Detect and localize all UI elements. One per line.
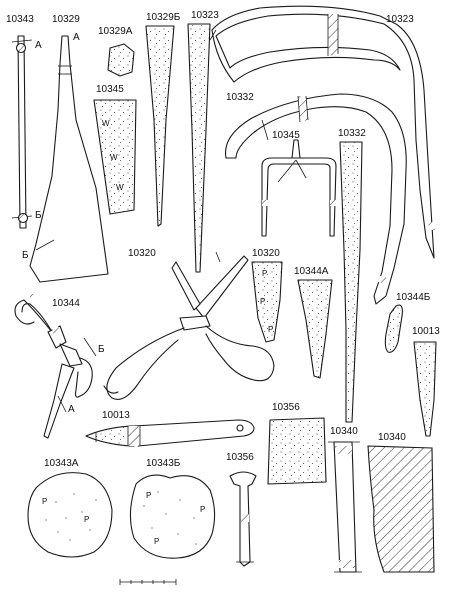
artifact-10343b-disc: P P P [129, 474, 216, 559]
surface-mark-w: W [102, 119, 110, 128]
scale-bar [119, 579, 177, 585]
label-10345: 10345 [96, 84, 124, 95]
artifact-10323-sickle [209, 5, 435, 259]
label-10329: 10329 [52, 14, 80, 25]
surface-mark-p: P [154, 537, 159, 546]
artifact-10329-blade [29, 35, 109, 283]
label-10013-small: 10013 [412, 326, 440, 337]
section-mark-a: А [35, 40, 42, 51]
surface-mark-p: P [84, 515, 89, 524]
surface-mark-p: P [146, 491, 151, 500]
label-10320-scissors: 10320 [128, 248, 156, 259]
label-10013-knife: 10013 [102, 410, 130, 421]
label-10344a: 10344А [294, 266, 329, 277]
section-mark-a: А [73, 32, 80, 43]
artifact-10345-plate: W W W [93, 99, 137, 215]
surface-mark-p: P [268, 325, 273, 334]
artifact-10340-rod [328, 441, 362, 573]
artifact-10344a-blade [297, 279, 333, 379]
artifact-10344b-fragment [384, 304, 403, 353]
label-10340-rod: 10340 [330, 426, 358, 437]
label-10343a: 10343А [44, 458, 79, 469]
label-10332-sickle: 10332 [226, 92, 254, 103]
artifact-10329a-fragment [107, 43, 135, 77]
section-mark-b: Б [22, 250, 29, 261]
artifact-10320-scissors [103, 251, 275, 400]
artifact-10343-rod [11, 35, 33, 229]
section-mark-b: Б [35, 210, 42, 221]
label-10344: 10344 [52, 298, 80, 309]
surface-mark-p: P [42, 497, 47, 506]
artifact-10320-blade: P P P [251, 261, 283, 343]
surface-mark-p: P [262, 269, 267, 278]
label-10356-plate: 10356 [272, 402, 300, 413]
label-10320-blade: 10320 [252, 248, 280, 259]
label-10329b: 10329Б [146, 12, 181, 23]
surface-mark-p: P [200, 505, 205, 514]
artifact-10332-sickle [224, 93, 407, 305]
label-10356-nail: 10356 [226, 452, 254, 463]
surface-mark-w: W [116, 183, 124, 192]
label-10323-small: 10323 [191, 10, 219, 21]
artifact-10356-plate [267, 417, 327, 485]
label-10344b: 10344Б [396, 292, 431, 303]
surface-mark-p: P [260, 297, 265, 306]
artifact-10343a-disc: P P [27, 472, 113, 558]
artifact-10013-blade-small [413, 341, 437, 437]
artifact-10013-knife [85, 419, 255, 447]
label-10345-bracket: 10345 [272, 130, 300, 141]
section-mark-b: Б [98, 344, 105, 355]
label-10323-sickle: 10323 [386, 14, 414, 25]
label-10329a: 10329А [98, 26, 133, 37]
artifact-10332-spike [339, 141, 363, 423]
label-10332-spike: 10332 [338, 128, 366, 139]
label-10340-section: 10340 [378, 432, 406, 443]
artifact-10340-section [367, 445, 435, 573]
artifact-10329b-spike [145, 25, 175, 227]
artifact-10323-spike [187, 23, 211, 273]
artifact-10356-nail [229, 471, 257, 567]
label-10343b: 10343Б [146, 458, 181, 469]
label-10343: 10343 [6, 14, 34, 25]
artifact-10344-shears [14, 294, 97, 439]
surface-mark-w: W [110, 153, 118, 162]
section-mark-a: А [68, 404, 75, 415]
artifact-10345-bracket [261, 139, 337, 237]
